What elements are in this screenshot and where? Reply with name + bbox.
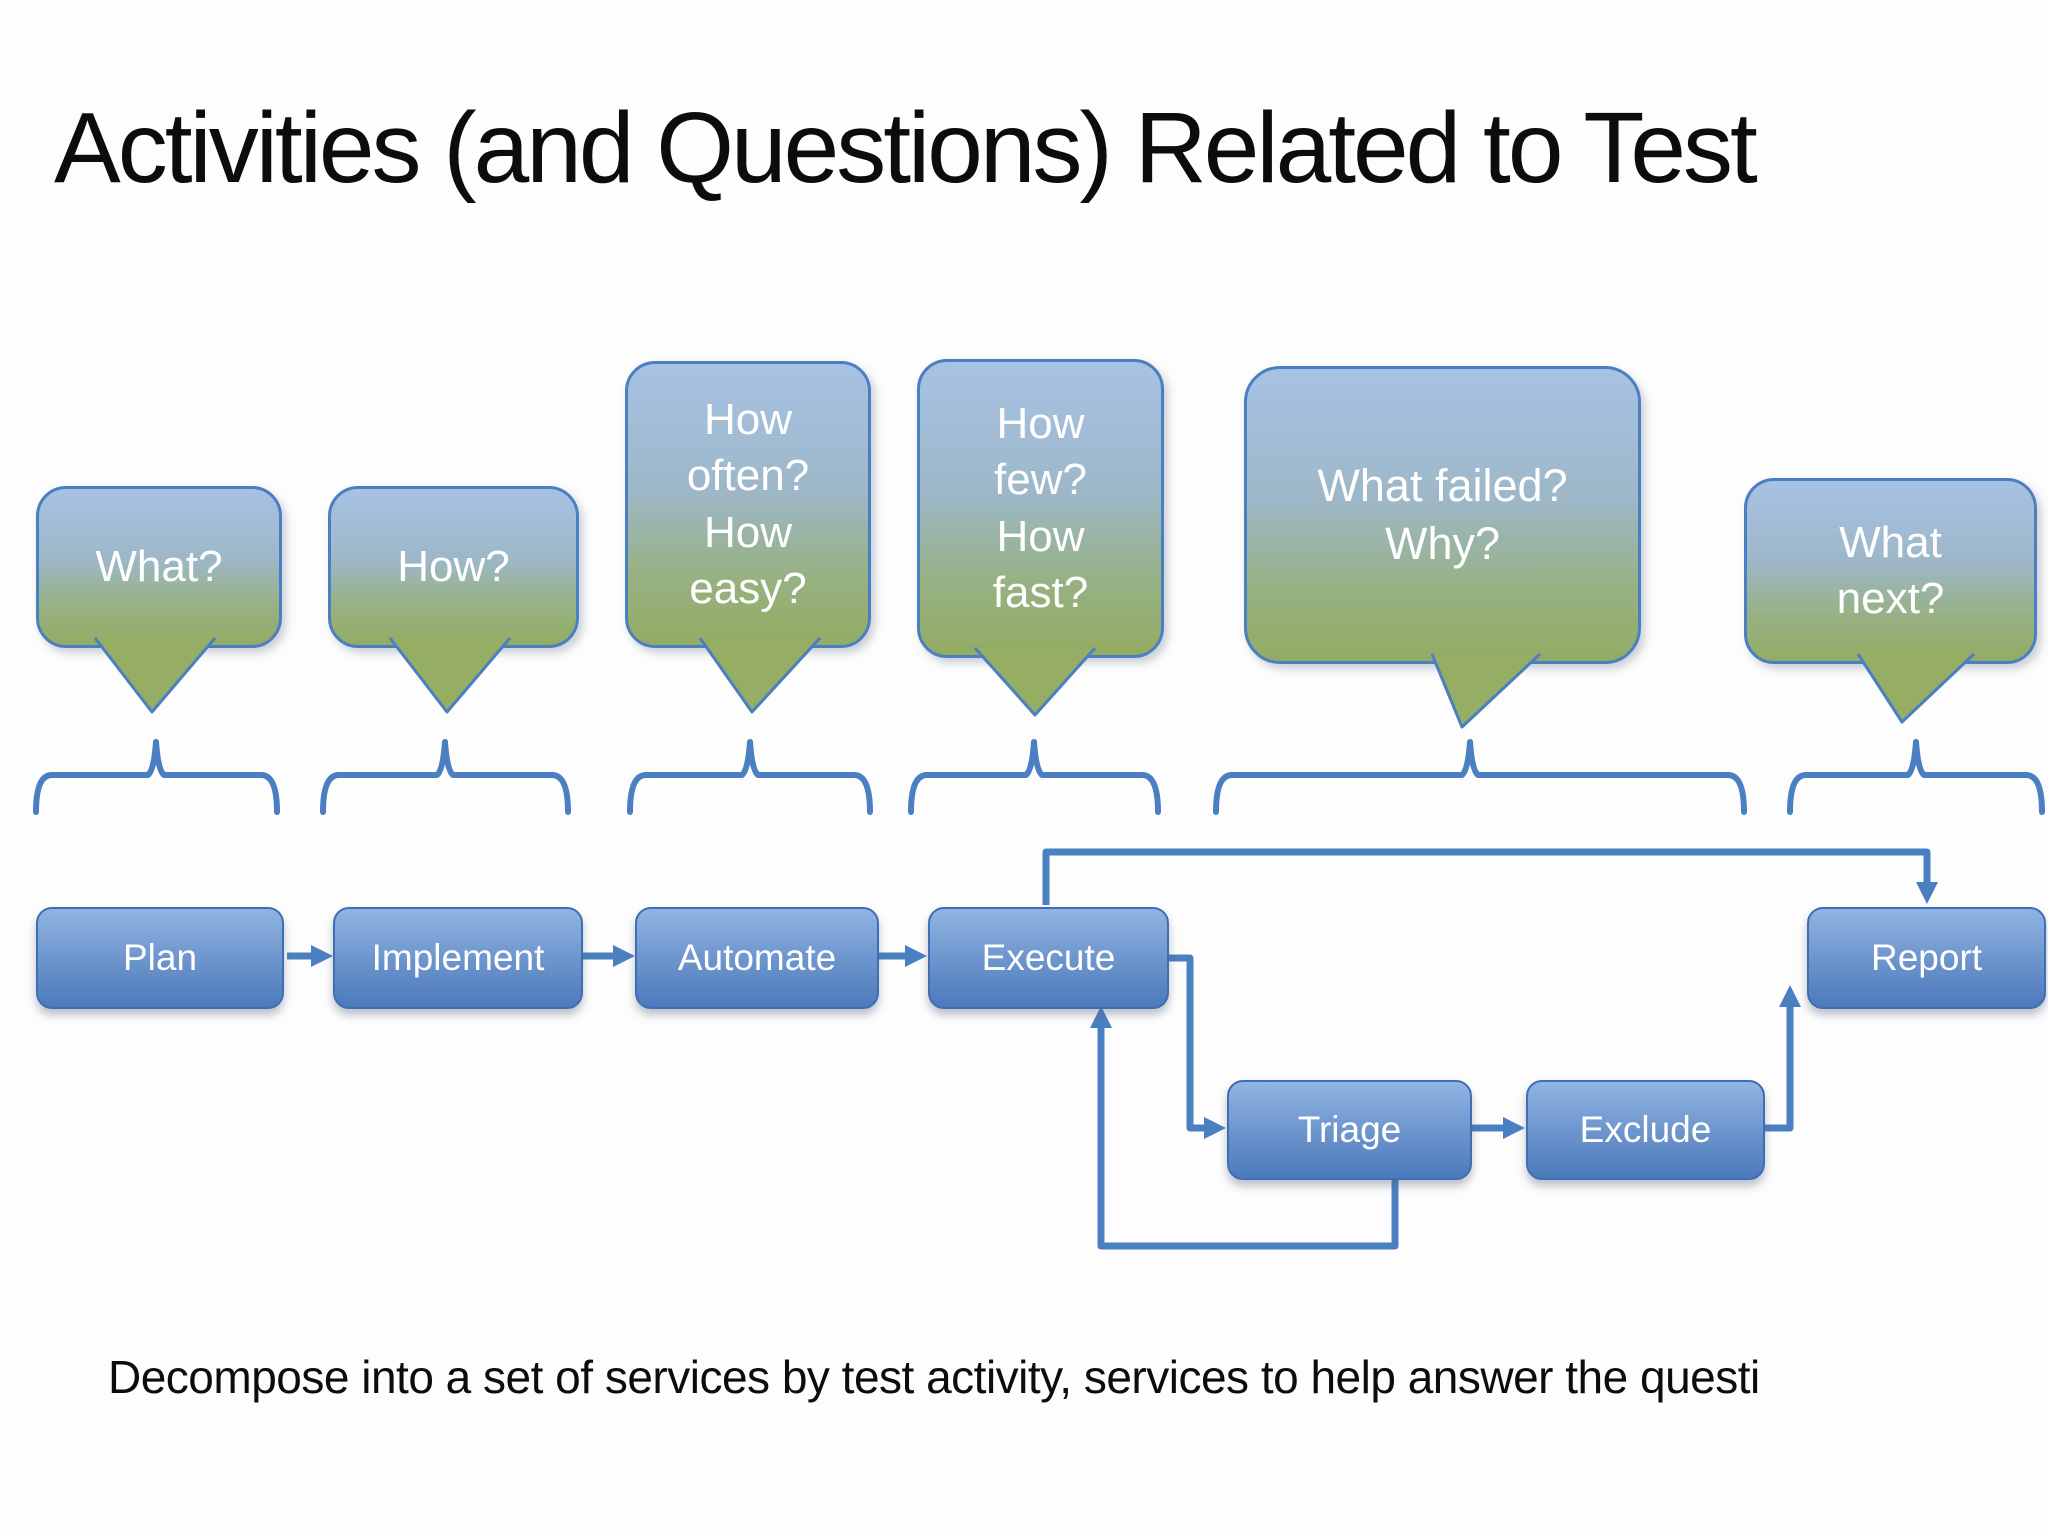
activity-label-triage: Triage: [1297, 1109, 1402, 1150]
bubble-text-how: How?: [397, 541, 510, 591]
activity-label-report: Report: [1870, 937, 1983, 978]
arrow-automate-execute: [875, 945, 927, 967]
arrow-execute-triage: [1165, 954, 1226, 1139]
bubble-tail-what: [93, 637, 217, 714]
activity-label-execute: Execute: [981, 937, 1116, 978]
brace-plan: [33, 739, 280, 815]
activity-box-report: Report: [1807, 907, 2046, 1009]
bubble-text-what: What?: [95, 541, 223, 591]
brace-triage-exclude: [1213, 739, 1747, 815]
activity-box-triage: Triage: [1227, 1080, 1472, 1180]
question-bubble-what-failed: What failed? Why?: [1244, 366, 1641, 664]
question-bubble-how-often: How often? How easy?: [625, 361, 871, 648]
arrow-execute-report-top: [1042, 848, 1938, 905]
question-bubble-how-few: How few? How fast?: [917, 359, 1164, 658]
arrow-exclude-report: [1761, 985, 1801, 1132]
bubble-text-what-next: What next?: [1836, 517, 1945, 623]
bubble-text-how-often: How often? How easy?: [686, 394, 810, 613]
brace-automate: [627, 739, 873, 815]
slide-caption: Decompose into a set of services by test…: [108, 1352, 1760, 1403]
activity-label-plan: Plan: [122, 937, 198, 978]
bubble-text-what-failed: What failed? Why?: [1317, 460, 1568, 569]
brace-report: [1787, 739, 2045, 815]
brace-implement: [320, 739, 571, 815]
activity-label-implement: Implement: [371, 937, 545, 978]
question-bubble-how: How?: [328, 486, 579, 648]
activity-label-exclude: Exclude: [1579, 1109, 1712, 1150]
activity-box-implement: Implement: [333, 907, 583, 1009]
activity-box-execute: Execute: [928, 907, 1169, 1009]
bubble-tail-what-next: [1856, 652, 1976, 724]
activity-label-automate: Automate: [677, 937, 837, 978]
question-bubble-what: What?: [36, 486, 282, 648]
bubble-tail-how: [388, 637, 512, 714]
question-bubble-what-next: What next?: [1744, 478, 2037, 664]
brace-execute: [908, 739, 1161, 815]
bubble-tail-how-few: [973, 646, 1097, 717]
slide-title: Activities (and Questions) Related to Te…: [54, 92, 1758, 204]
activity-box-plan: Plan: [36, 907, 284, 1009]
arrow-triage-exclude: [1468, 1117, 1525, 1139]
arrow-plan-implement: [287, 945, 333, 967]
activity-box-automate: Automate: [635, 907, 879, 1009]
activity-box-exclude: Exclude: [1526, 1080, 1765, 1180]
arrow-implement-automate: [579, 945, 635, 967]
bubble-tail-what-failed: [1430, 652, 1542, 729]
bubble-text-how-few: How few? How fast?: [992, 398, 1089, 617]
bubble-tail-how-often: [698, 636, 822, 714]
